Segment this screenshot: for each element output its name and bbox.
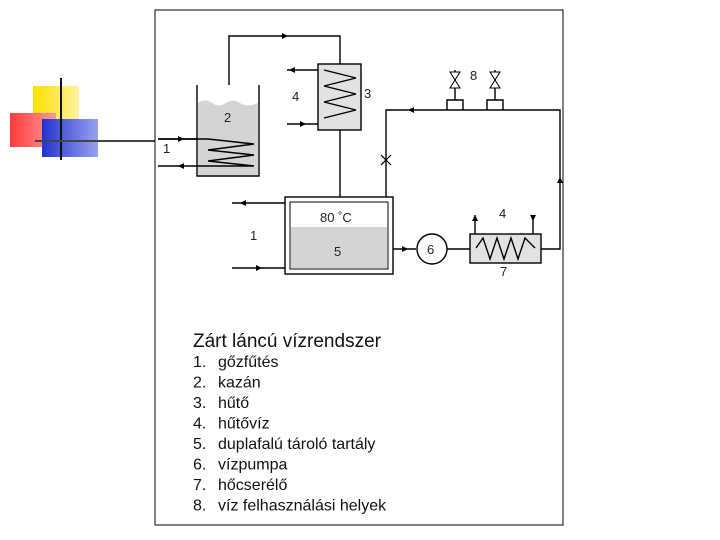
tank-liquid <box>291 227 387 268</box>
decorative-squares <box>10 78 665 160</box>
legend-item-text: víz felhasználási helyek <box>218 498 387 515</box>
steam-pipes <box>158 136 197 169</box>
return-valve <box>380 154 392 166</box>
label-cooling-water-right: 4 <box>499 206 506 221</box>
legend-item-text: vízpumpa <box>218 457 287 474</box>
label-user-points: 8 <box>470 68 477 83</box>
label-boiler: 2 <box>224 110 231 125</box>
legend-item-text: hűtővíz <box>218 416 270 433</box>
cooler <box>287 63 362 131</box>
tap-valve-1 <box>449 71 461 81</box>
legend-item-number: 8. <box>193 498 206 515</box>
legend-item-text: duplafalú tároló tartály <box>218 436 375 453</box>
label-tank-temp: 80 ˚C <box>320 210 352 225</box>
legend-title: Zárt láncú vízrendszer <box>193 331 382 352</box>
storage-tank <box>284 196 394 275</box>
legend-item-number: 1. <box>193 354 206 371</box>
label-steam-in: 1 <box>163 141 170 156</box>
cooler-coil <box>323 69 357 119</box>
legend-item-number: 2. <box>193 375 206 392</box>
legend-item-text: kazán <box>218 375 261 392</box>
label-cooling-water-top: 4 <box>292 89 299 104</box>
legend-item-number: 4. <box>193 416 206 433</box>
legend-item-number: 7. <box>193 477 206 494</box>
label-cooler: 3 <box>364 86 371 101</box>
user-points <box>446 70 504 110</box>
legend-item-text: hűtő <box>218 395 249 412</box>
label-pump: 6 <box>427 242 434 257</box>
boiler <box>158 85 260 177</box>
boiler-coil <box>158 138 255 167</box>
label-exchanger: 7 <box>500 264 507 279</box>
heat-exchanger <box>469 215 542 264</box>
legend-item-text: hőcserélő <box>218 477 287 494</box>
label-tank: 5 <box>334 244 341 259</box>
exchanger-coil <box>475 235 536 262</box>
legend-item-number: 6. <box>193 457 206 474</box>
legend-item-number: 3. <box>193 395 206 412</box>
deco-blue-square <box>42 119 98 157</box>
legend-item-number: 5. <box>193 436 206 453</box>
label-heating-left: 1 <box>250 228 257 243</box>
legend-list: 1. gőzfűtés 2. kazán 3. hűtő 4. hűtővíz 5. duplaf… <box>193 354 387 515</box>
tap-valve-2 <box>489 71 501 81</box>
legend-item-text: gőzfűtés <box>218 354 278 371</box>
